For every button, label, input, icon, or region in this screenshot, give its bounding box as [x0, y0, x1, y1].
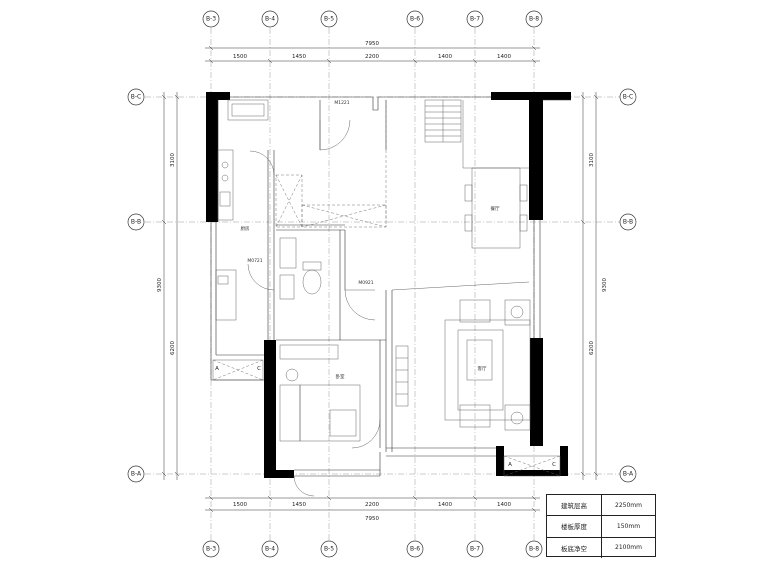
- axis-bubble-b5-top: B-5: [320, 10, 338, 28]
- info-key: 板底净空: [547, 537, 602, 558]
- dim-top-5: 1400: [497, 54, 511, 60]
- svg-text:B-5: B-5: [324, 16, 334, 23]
- ceiling-outline: [275, 100, 387, 228]
- axis-bubble-bc-right: B-C: [619, 88, 637, 106]
- svg-text:B-7: B-7: [470, 16, 480, 23]
- building-info-table: 建筑层高 2250mm 楼板厚度 150mm 板底净空 2100mm: [546, 494, 656, 558]
- ac-mark-c-right: C: [552, 462, 556, 468]
- axis-bubble-bb-left: B-B: [127, 213, 145, 231]
- info-key: 楼板厚度: [547, 516, 602, 537]
- axis-bubble-bc-left: B-C: [127, 88, 145, 106]
- axis-bubble-b8-top: B-8: [525, 10, 543, 28]
- dim-top-3: 2200: [365, 54, 379, 60]
- dim-right-1: 3100: [589, 153, 595, 167]
- structural-walls: [206, 92, 571, 478]
- axis-bubble-b6-bottom: B-6: [406, 540, 424, 558]
- axis-bubble-ba-left: B-A: [127, 465, 145, 483]
- svg-text:B-6: B-6: [410, 546, 420, 553]
- svg-text:B-6: B-6: [410, 16, 420, 23]
- kitchen-counter: [215, 99, 269, 321]
- dim-bottom-3: 2200: [365, 502, 379, 508]
- info-key: 建筑层高: [547, 495, 602, 516]
- ac-unit-right: [503, 455, 561, 477]
- room-label-dining: 餐厅: [491, 205, 500, 212]
- dim-top-4: 1400: [438, 54, 452, 60]
- svg-text:B-4: B-4: [265, 546, 275, 553]
- svg-text:B-C: B-C: [131, 94, 141, 101]
- axis-bubble-b4-bottom: B-4: [261, 540, 279, 558]
- dim-bottom-total: 7950: [365, 516, 379, 522]
- room-label-bedroom: 卧室: [336, 373, 345, 380]
- door-label-m0921: M0921: [358, 280, 373, 286]
- room-label-kitchen: 厨房: [241, 225, 250, 232]
- dim-bottom-2: 1450: [292, 502, 306, 508]
- ac-mark-a-left: A: [215, 366, 219, 372]
- info-value: 150mm: [616, 522, 641, 530]
- dim-left-total: 9300: [157, 278, 163, 292]
- axis-bubble-b6-top: B-6: [406, 10, 424, 28]
- dim-right-2: 6200: [589, 341, 595, 355]
- svg-text:B-4: B-4: [265, 16, 275, 23]
- info-value: 2100mm: [615, 544, 642, 552]
- ac-mark-c-left: C: [257, 366, 261, 372]
- axis-bubble-ba-right: B-A: [619, 465, 637, 483]
- svg-text:B-7: B-7: [470, 546, 480, 553]
- living-room-furniture: [395, 299, 531, 431]
- staircase: [424, 99, 462, 143]
- door-swings: [247, 119, 381, 497]
- ac-mark-a-right: A: [508, 462, 512, 468]
- dimension-lines: [161, 45, 599, 513]
- axis-bubble-b4-top: B-4: [261, 10, 279, 28]
- axis-bubble-b7-bottom: B-7: [466, 540, 484, 558]
- axis-bubble-b3-bottom: B-3: [202, 540, 220, 558]
- svg-text:B-8: B-8: [529, 546, 539, 553]
- door-label-m1221: M1221: [334, 100, 349, 106]
- svg-text:B-3: B-3: [206, 546, 216, 553]
- door-label-m0721: M0721: [247, 258, 262, 264]
- axis-bubble-b7-top: B-7: [466, 10, 484, 28]
- dim-bottom-1: 1500: [233, 502, 247, 508]
- svg-text:B-B: B-B: [131, 219, 141, 226]
- dim-left-2: 6200: [170, 341, 176, 355]
- svg-text:B-B: B-B: [623, 219, 633, 226]
- dim-top-2: 1450: [292, 54, 306, 60]
- info-row-clear-height: 板底净空 2100mm: [547, 537, 655, 558]
- ac-unit-left: [212, 359, 264, 381]
- info-row-floor-height: 建筑层高 2250mm: [547, 495, 655, 517]
- bedroom-furniture: [279, 344, 361, 442]
- info-value: 2250mm: [615, 501, 642, 509]
- dim-bottom-5: 1400: [497, 502, 511, 508]
- dim-right-total: 9300: [602, 278, 608, 292]
- axis-bubble-bb-right: B-B: [619, 213, 637, 231]
- svg-text:B-A: B-A: [131, 471, 142, 478]
- room-label-living: 客厅: [478, 365, 487, 372]
- dining-set: [464, 167, 528, 249]
- dim-top-1: 1500: [233, 54, 247, 60]
- axis-bubble-b3-top: B-3: [202, 10, 220, 28]
- axis-bubble-b5-bottom: B-5: [320, 540, 338, 558]
- bathroom-fixtures: [279, 237, 322, 300]
- dim-bottom-4: 1400: [438, 502, 452, 508]
- dim-top-total: 7950: [365, 41, 379, 47]
- axis-bubble-b8-bottom: B-8: [525, 540, 543, 558]
- svg-text:B-C: B-C: [623, 94, 633, 101]
- dim-left-1: 3100: [170, 153, 176, 167]
- svg-text:B-A: B-A: [623, 471, 634, 478]
- svg-text:B-8: B-8: [529, 16, 539, 23]
- svg-text:B-3: B-3: [206, 16, 216, 23]
- info-row-slab-thickness: 楼板厚度 150mm: [547, 516, 655, 538]
- svg-text:B-5: B-5: [324, 546, 334, 553]
